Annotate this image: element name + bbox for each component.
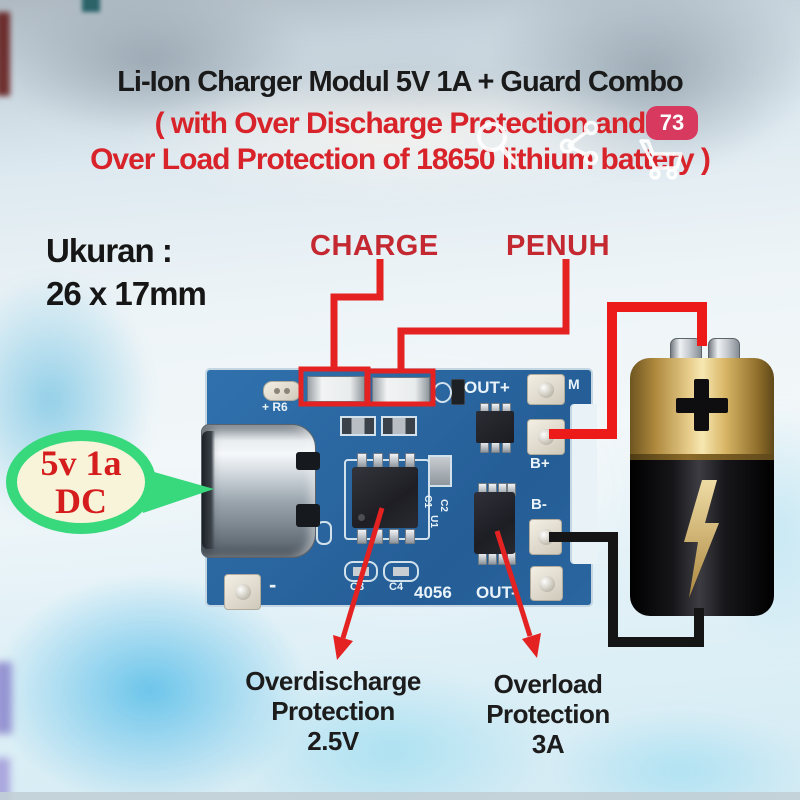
capacitor (428, 455, 452, 487)
maroon-splotch (0, 12, 10, 96)
pcb-pad-bottomleft (224, 574, 261, 610)
ic-pin (405, 529, 415, 544)
lightning-bolt-icon (684, 480, 719, 598)
silk-out-minus: OUT- (476, 583, 517, 602)
pad-hole (538, 381, 554, 398)
ic-pin (373, 529, 383, 544)
size-label: Ukuran : 26 x 17mm (46, 232, 207, 313)
protection-ic-large (474, 492, 515, 554)
ic-pin (373, 453, 383, 468)
silkscreen-circle (433, 382, 452, 403)
input-spec-bubble: 5v 1a DC (6, 430, 156, 534)
battery-body (630, 358, 774, 616)
silk-c4: C4 (389, 581, 404, 593)
pad-hole (538, 575, 555, 592)
share-icon[interactable] (559, 120, 599, 166)
purple-splotch-2 (0, 758, 10, 800)
silk-part-number: 4056 (414, 583, 452, 602)
cart-icon[interactable] (639, 139, 683, 180)
resistor (340, 416, 376, 436)
pcb-pad-bottomright (530, 566, 563, 601)
purple-splotch-1 (0, 662, 12, 734)
overload-line2: Protection (486, 699, 610, 729)
protection-ic-small (476, 411, 514, 443)
silk-c3: C3 (350, 581, 365, 593)
full-label: PENUH (506, 230, 611, 262)
overdischarge-line3: 2.5V (307, 726, 359, 756)
cap-c4 (383, 561, 419, 582)
silk-out-plus: OUT+ (464, 378, 510, 397)
silk-c2: C2 (437, 499, 449, 512)
cart-badge[interactable]: 73 (646, 106, 698, 140)
silk-c1: C1 (421, 495, 433, 508)
overload-line3: 3A (531, 729, 565, 759)
pcb-pad-bplus (527, 419, 565, 455)
bubble-line2: DC (55, 481, 107, 521)
plus-symbol (694, 379, 709, 431)
silk-u1: U1 (427, 515, 439, 528)
pcb-pad-topleft (263, 381, 301, 401)
diode (451, 379, 465, 405)
ic-pin (357, 453, 367, 468)
usb-c-connector (201, 424, 316, 558)
pcb-pad-m (527, 374, 565, 405)
overload-line1: Overload (493, 669, 603, 699)
charge-label: CHARGE (310, 230, 439, 262)
charger-ic (352, 467, 418, 528)
full-pointer-line (397, 259, 570, 373)
size-label-line2: 26 x 17mm (46, 275, 207, 312)
usb-tab-top (296, 452, 320, 470)
usb-opening (202, 431, 215, 549)
ic-pin (389, 453, 399, 468)
overload-arrowhead (522, 633, 541, 658)
overdischarge-arrowhead (333, 635, 353, 660)
bubble-line1: 5v 1a (40, 443, 122, 483)
overdischarge-line2: Protection (271, 696, 395, 726)
teal-splotch (82, 0, 100, 12)
ic-pin (357, 529, 367, 544)
pad-hole (538, 429, 554, 445)
overdischarge-label: Overdischarge Protection 2.5V (223, 666, 443, 756)
pcb-notch (570, 404, 597, 564)
ic-pin (405, 453, 415, 468)
pad-dot (274, 388, 280, 394)
silk-b-plus: B+ (530, 455, 550, 472)
led-charge (307, 376, 365, 402)
ic-pin1-dot (358, 514, 365, 521)
bottom-band (0, 792, 800, 800)
silk-m: M (568, 376, 580, 392)
silk-r6: + R6 (262, 400, 288, 414)
pad-dot (284, 388, 290, 394)
pad-hole (537, 529, 554, 545)
overload-label: Overload Protection 3A (458, 669, 638, 759)
cap-body (353, 567, 369, 576)
overdischarge-line1: Overdischarge (245, 666, 421, 696)
usb-tab-bottom (296, 504, 320, 527)
silk-minus: - (269, 572, 277, 597)
size-label-line1: Ukuran : (46, 232, 173, 269)
charge-pointer-line (330, 259, 384, 371)
cap-body (393, 567, 409, 576)
pcb-pad-bminus (529, 519, 562, 555)
battery (628, 336, 776, 618)
pad-hole (234, 584, 251, 600)
cap-c3 (344, 561, 378, 582)
led-full (372, 377, 430, 403)
silk-b-minus: B- (531, 496, 547, 513)
cart-badge-count: 73 (659, 110, 685, 135)
ic-pin (389, 529, 399, 544)
search-icon[interactable] (477, 122, 518, 166)
resistor (381, 416, 417, 436)
